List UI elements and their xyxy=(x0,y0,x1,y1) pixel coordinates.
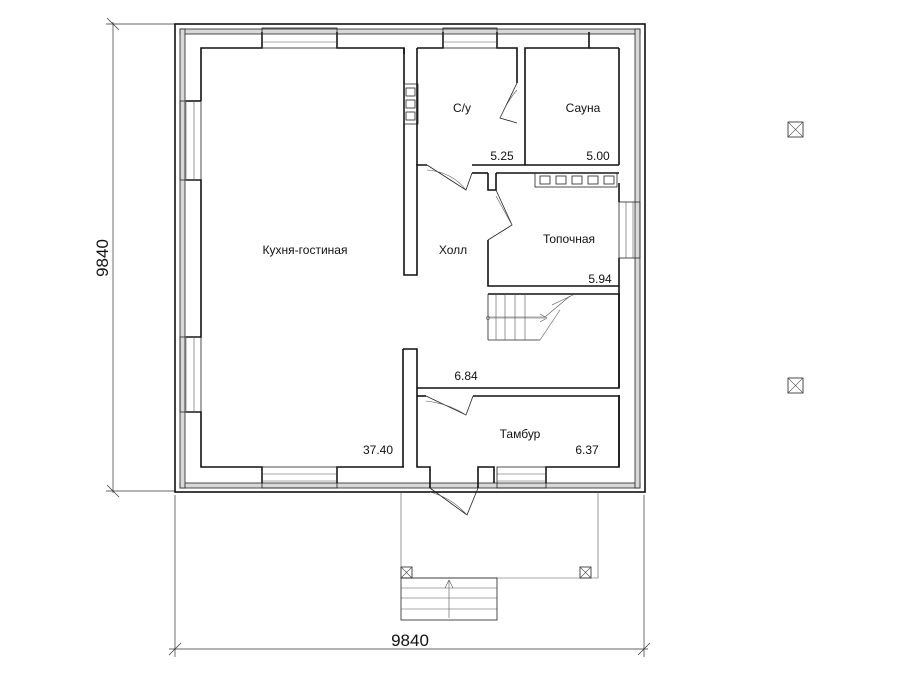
interior-walls xyxy=(402,48,620,488)
stairs xyxy=(486,293,576,341)
room-name-wc: С/у xyxy=(453,101,471,115)
room-area-wc: 5.25 xyxy=(490,149,514,163)
dimension-left-label: 9840 xyxy=(93,239,112,277)
room-name-kitchen: Кухня-гостиная xyxy=(263,243,348,257)
room-name-hall: Холл xyxy=(439,243,467,257)
room-area-vestibule: 6.37 xyxy=(575,443,599,457)
room-name-vestibule: Тамбур xyxy=(500,427,541,441)
room-area-sauna: 5.00 xyxy=(586,149,610,163)
room-name-sauna: Сауна xyxy=(566,101,601,115)
dimension-bottom-label: 9840 xyxy=(391,631,429,650)
column-markers xyxy=(787,121,804,394)
room-area-hall: 6.84 xyxy=(454,369,478,383)
room-area-kitchen: 37.40 xyxy=(363,443,393,457)
chimney xyxy=(403,83,419,125)
exterior-wall xyxy=(174,23,646,493)
doors xyxy=(425,82,518,516)
room-name-furnace: Топочная xyxy=(543,232,595,246)
sauna-heaters xyxy=(534,172,618,188)
windows xyxy=(179,27,641,489)
room-area-furnace: 5.94 xyxy=(588,272,612,286)
dimension-lines xyxy=(106,17,651,657)
porch xyxy=(400,492,599,621)
